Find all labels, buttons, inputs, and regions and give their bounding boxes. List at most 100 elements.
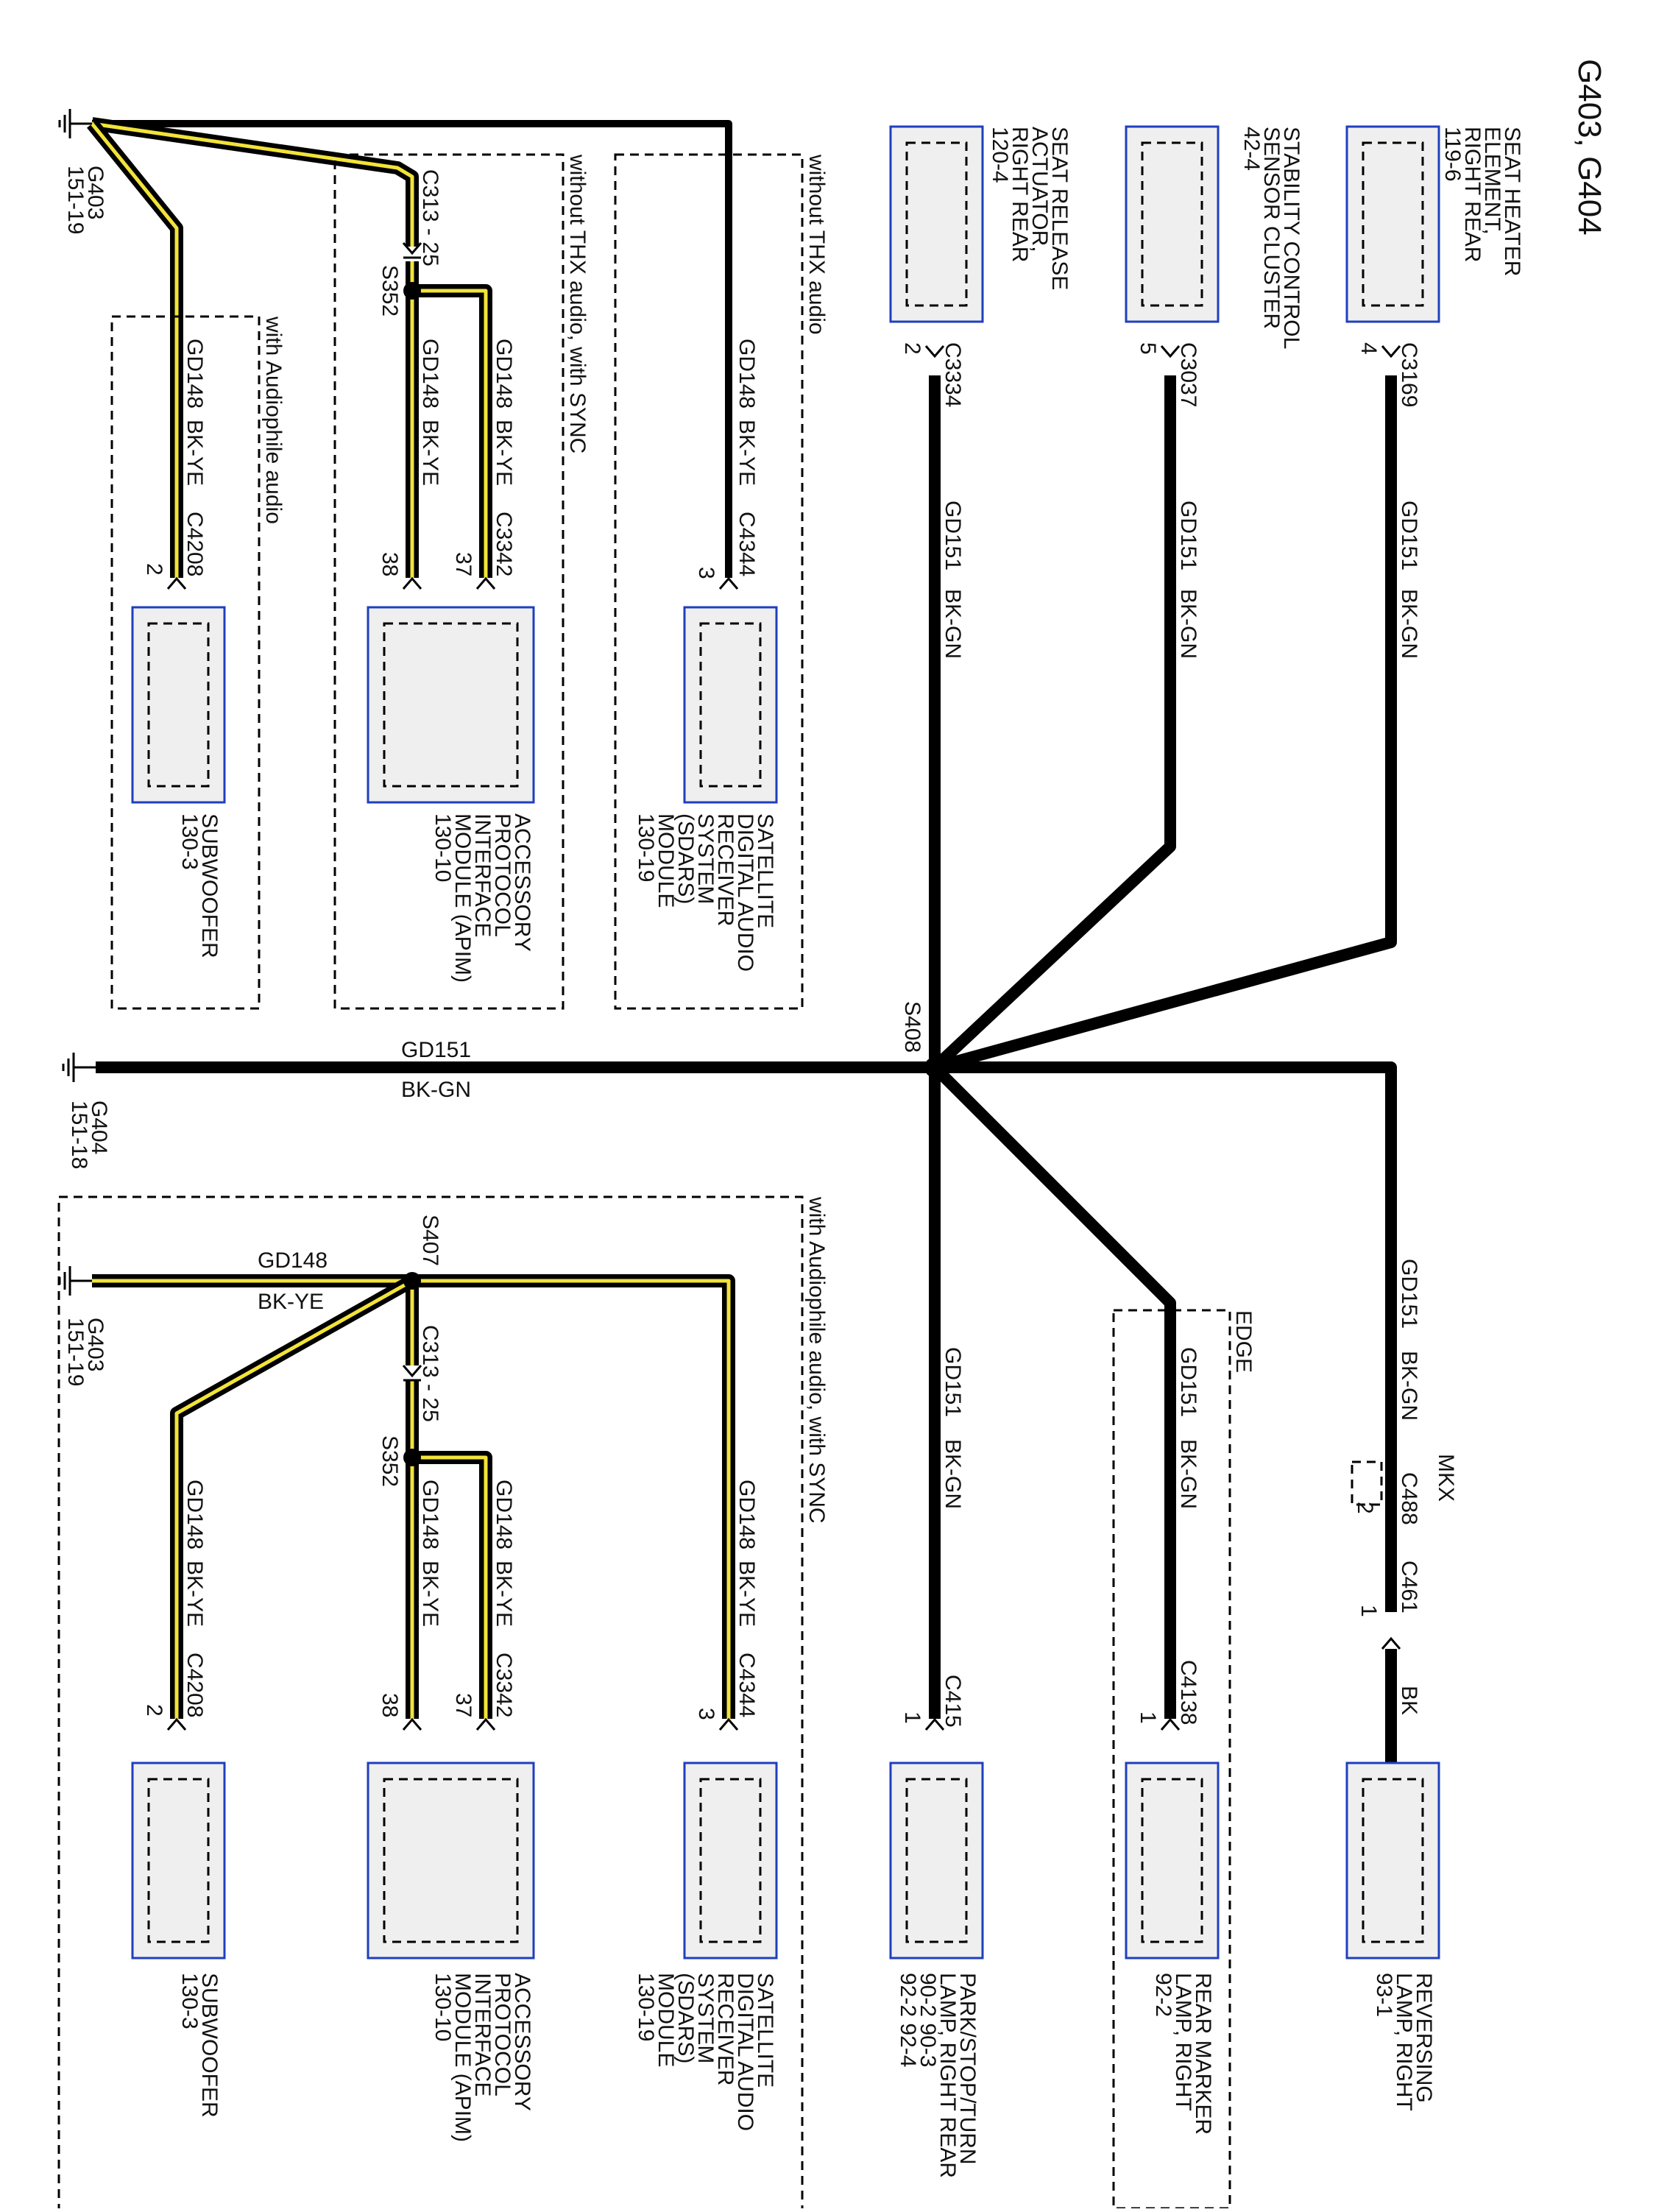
pin-c4208-top: 2 (142, 563, 166, 576)
splice-s407 (403, 1272, 421, 1290)
component-box-apim-bot (367, 1762, 535, 1960)
component-label-apim-bot-2: INTERFACE (470, 1973, 495, 2096)
wire-gd148-sub-top-inner (91, 122, 179, 578)
region-with-audiophile-top (110, 315, 261, 1010)
component-label-sdars-bot-5: MODULE (654, 1973, 678, 2067)
pin-c3342-top-38: 38 (378, 552, 402, 576)
wire-label-bkye-apim-38: BK-YE (418, 420, 442, 486)
component-label-park-stop-1: LAMP, RIGHT REAR (935, 1973, 960, 2178)
component-label-reversing-2: 93-1 (1372, 1973, 1396, 2017)
connector-c313-top-mark (402, 242, 422, 259)
wire-label-bkye-apim-bot-37: BK-YE (492, 1561, 516, 1627)
component-label-seat-release-0: SEAT RELEASE (1047, 127, 1072, 290)
component-park-stop (889, 1762, 984, 1960)
wire-label-gd151-reversing: GD151 (1397, 1259, 1421, 1329)
wire-label-bkye-sdars-bot: BK-YE (735, 1561, 759, 1627)
component-sub-top (131, 606, 226, 804)
component-inner-seat-release (905, 141, 968, 307)
connector-c3342-top: C3342 (492, 512, 516, 576)
component-box-rear-marker (1125, 1762, 1220, 1960)
component-label-stability-0: STABILITY CONTROL (1279, 127, 1303, 349)
component-inner-apim-top (383, 622, 519, 788)
region-mkx (1351, 1460, 1383, 1506)
component-label-reversing-0: REVERSING (1412, 1973, 1436, 2103)
splice-label-s408: S408 (900, 1001, 924, 1053)
wire-label-gd148-sub-top: GD148 (183, 339, 207, 409)
connector-c4138-mark (1160, 1717, 1181, 1731)
component-label-sub-bot-0: SUBWOOFER (197, 1973, 222, 2118)
component-inner-sub-top (147, 622, 210, 788)
connector-c4208-top-mark (166, 576, 187, 590)
connector-c3342-top-37-mark (475, 576, 496, 590)
component-label-park-stop-2: 90-2 90-3 (916, 1973, 940, 2067)
component-label-sdars-bot-4: (SDARS) (673, 1973, 698, 2063)
component-label-rear-marker-0: REAR MARKER (1191, 1973, 1215, 2135)
region-without-thx-sync (333, 153, 565, 1010)
connector-c461: C461 (1397, 1561, 1421, 1614)
splice-label-s352-top: S352 (378, 265, 402, 317)
component-inner-seat-heater (1362, 141, 1424, 307)
component-label-sdars-bot-3: SYSTEM (693, 1973, 718, 2063)
connector-c3037-mark (1160, 345, 1181, 358)
option-mkx: MKX (1434, 1454, 1458, 1502)
component-box-sdars-bot (683, 1762, 778, 1960)
wire-label-bkye-apim-37: BK-YE (492, 420, 516, 486)
connector-c3334: C3334 (941, 342, 965, 407)
connector-c4208-bot: C4208 (183, 1653, 207, 1717)
component-label-seat-heater-0: SEAT HEATER (1500, 127, 1524, 276)
component-box-sub-bot (131, 1762, 226, 1960)
wire-label-gd148-sub-bot: GD148 (183, 1480, 207, 1550)
connector-c4344-top-mark (718, 576, 739, 590)
wire-label-bkgn-stability: BK-GN (1176, 589, 1200, 659)
component-label-apim-top-2: INTERFACE (470, 813, 495, 937)
wire-label-gd151-stability: GD151 (1176, 501, 1200, 570)
wire-label-gd148-sdars-bot: GD148 (735, 1480, 759, 1550)
pin-c3342-bot-38: 38 (378, 1693, 402, 1717)
wire-gd148-apim-top-37-inner (412, 289, 488, 578)
wire-label-gd148-apim-bot-37: GD148 (492, 1480, 516, 1550)
component-label-stability-1: SENSOR CLUSTER (1259, 127, 1284, 329)
component-label-apim-top-3: MODULE (APIM) (450, 813, 475, 983)
wire-label-gd148-apim-bot-38: GD148 (418, 1480, 442, 1550)
component-label-seat-release-3: 120-4 (988, 127, 1012, 183)
component-box-sub-top (131, 606, 226, 804)
component-label-apim-bot-4: 130-10 (431, 1973, 455, 2041)
pin-c461: 1 (1356, 1605, 1381, 1617)
pin-c4208-bot: 2 (142, 1704, 166, 1717)
wire-gd148-bot-sub-inner (174, 1279, 414, 1719)
connector-c313-bot: C313 - 25 (418, 1325, 442, 1422)
component-label-seat-release-1: ACTUATOR, (1027, 127, 1052, 252)
option-with-audiophile: with Audiophile audio (261, 316, 286, 524)
page-title: G403, G404 (1571, 59, 1607, 236)
pin-c415: 1 (900, 1711, 924, 1724)
connector-c4138: C4138 (1176, 1660, 1200, 1725)
wire-label-bkgn-marker: BK-GN (1176, 1439, 1200, 1509)
wire-label-bkgn-park: BK-GN (941, 1439, 965, 1509)
component-label-seat-heater-1: ELEMENT, (1480, 127, 1504, 235)
pin-c3037: 5 (1136, 342, 1160, 355)
component-box-sdars-top (683, 606, 778, 804)
component-sub-bot (131, 1762, 226, 1960)
component-label-sub-top-0: SUBWOOFER (197, 813, 222, 958)
connector-marks (166, 242, 1401, 1731)
component-label-sdars-top-4: (SDARS) (673, 813, 698, 904)
component-box-seat-heater (1345, 125, 1440, 323)
component-label-apim-bot-1: PROTOCOL (490, 1973, 514, 2096)
splice-s408 (924, 1057, 945, 1078)
component-label-sdars-top-3: SYSTEM (693, 813, 718, 904)
component-label-apim-top-4: 130-10 (431, 813, 455, 882)
connector-c313-bot-mark (402, 1365, 422, 1382)
pin-c3334: 2 (900, 342, 924, 355)
component-label-rear-marker-2: 92-2 (1151, 1973, 1175, 2017)
connector-c3169-mark (1381, 345, 1401, 358)
component-reversing (1345, 1762, 1440, 1960)
connector-c4344-bot: C4344 (735, 1653, 759, 1717)
pin-c3342-bot-37: 37 (451, 1693, 475, 1717)
wire-label-bkye-sdars-top: BK-YE (735, 420, 759, 486)
component-inner-sdars-top (699, 622, 762, 788)
connector-c3342-top-38-mark (402, 576, 422, 590)
component-apim-top (367, 606, 535, 804)
component-label-park-stop-3: 92-2 92-4 (896, 1973, 920, 2067)
